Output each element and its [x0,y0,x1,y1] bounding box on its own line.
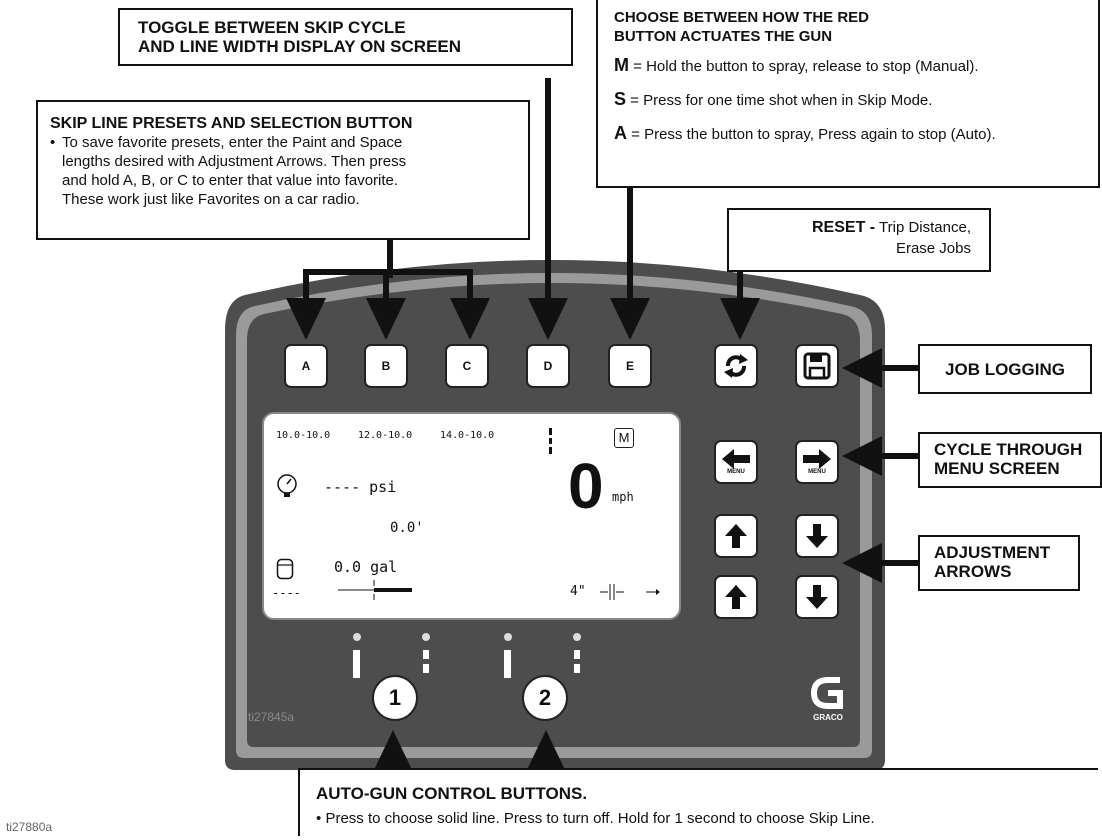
callout-skip-title: SKIP LINE PRESETS AND SELECTION BUTTON [50,115,413,132]
adjust-line-1: ADJUSTMENT [934,543,1051,562]
autogun-text: Press to choose solid line. Press to tur… [325,810,875,827]
job-logging-button[interactable] [795,344,839,388]
mode-a-text: = Press the button to spray, Press again… [627,126,996,143]
preset-key-a[interactable]: A [284,344,328,388]
skip-indicator [549,428,552,454]
volume-readout: 0.0 gal [334,558,398,576]
autogun-title: AUTO-GUN CONTROL BUTTONS. [316,784,588,803]
graco-logo-icon [810,677,843,709]
line-width-readout: 4" [570,584,586,599]
save-disk-icon [803,352,831,380]
line-width-icon [600,584,660,600]
callout-toggle-title-1: TOGGLE BETWEEN SKIP CYCLE [138,18,406,37]
arrow-down-icon [806,585,828,609]
graco-logo: GRACO [805,676,851,722]
mode-a-key: A [614,123,627,143]
preset-key-b[interactable]: B [364,344,408,388]
lcd-screen: 10.0-10.0 12.0-10.0 14.0-10.0 M ---- psi… [262,412,681,620]
reset-icon [724,354,748,378]
callout-cycle-menu: CYCLE THROUGH MENU SCREEN [918,432,1102,488]
reset-button[interactable] [714,344,758,388]
reset-text-1: Trip Distance, [875,219,971,236]
callout-auto-gun: AUTO-GUN CONTROL BUTTONS. • Press to cho… [298,768,1098,836]
cycle-line-2: MENU SCREEN [934,459,1060,478]
adjust-down-right-button[interactable] [795,514,839,558]
adjust-line-2: ARROWS [934,562,1012,581]
figure-id: ti27880a [6,820,53,834]
callout-choose-a: A = Press the button to spray, Press aga… [614,124,1098,144]
menu-right-button[interactable]: MENU [795,440,839,484]
reset-title: RESET - [812,219,876,236]
callout-adjustment: ADJUSTMENT ARROWS [918,535,1080,591]
callout-gun-actuation: CHOOSE BETWEEN HOW THE RED BUTTON ACTUAT… [596,0,1100,188]
skip-line-4: These work just like Favorites on a car … [62,191,360,208]
callout-job-logging: JOB LOGGING [918,344,1092,394]
arrow-up-icon [725,524,747,548]
adjust-up-left-button-2[interactable] [714,575,758,619]
arrow-up-icon [725,585,747,609]
callout-reset: RESET - Trip Distance, Erase Jobs [727,208,991,272]
gun-1-button[interactable]: 1 [372,675,418,721]
menu-left-button[interactable]: MENU [714,440,758,484]
preset-3: 14.0-10.0 [440,430,495,441]
reset-line-1: RESET - Trip Distance, [729,218,971,237]
callout-choose-s: S = Press for one time shot when in Skip… [614,90,1098,110]
callout-toggle-display: TOGGLE BETWEEN SKIP CYCLE AND LINE WIDTH… [118,8,573,66]
skip-line-1: To save favorite presets, enter the Pain… [62,134,403,151]
autogun-body: • Press to choose solid line. Press to t… [316,809,1098,828]
mode-s-key: S [614,89,627,109]
mode-m-key: M [614,55,629,75]
reset-text-2: Erase Jobs [895,240,971,257]
callout-choose-title-1: CHOOSE BETWEEN HOW THE RED [614,9,870,26]
distance-readout: 0.0' [390,520,424,536]
gun-mode-key-e[interactable]: E [608,344,652,388]
adjust-up-left-button[interactable] [714,514,758,558]
preset-1: 10.0-10.0 [276,430,331,441]
preset-2: 12.0-10.0 [358,430,413,441]
skip-line-3: and hold A, B, or C to enter that value … [62,172,399,189]
arrow-down-icon [806,524,828,548]
adjust-down-right-button-2[interactable] [795,575,839,619]
speed-value: 0 [568,450,604,522]
menu-label: MENU [808,469,826,475]
preset-key-c[interactable]: C [445,344,489,388]
graco-wordmark: GRACO [813,713,843,722]
speed-unit: mph [612,490,634,504]
callout-choose-m: M = Hold the button to spray, release to… [614,56,1098,76]
callout-choose-title-2: BUTTON ACTUATES THE GUN [614,28,833,45]
tank-icon [276,558,294,580]
menu-label: MENU [727,469,745,475]
bullet: • [316,810,322,827]
mode-m-text: = Hold the button to spray, release to s… [629,58,979,75]
skip-bar-graph [338,580,412,600]
callout-toggle-rule [118,64,573,66]
arrow-right-icon [803,449,831,469]
callout-skip-presets: SKIP LINE PRESETS AND SELECTION BUTTON •… [36,100,530,240]
mode-indicator: M [614,428,634,448]
arrow-left-icon [722,449,750,469]
callout-toggle-title-2: AND LINE WIDTH DISPLAY ON SCREEN [138,37,462,56]
panel-id: ti27845a [248,710,295,724]
callout-skip-body: • To save favorite presets, enter the Pa… [50,133,528,209]
skip-line-2: lengths desired with Adjustment Arrows. … [62,153,407,170]
cycle-line-1: CYCLE THROUGH [934,440,1083,459]
gun-2-button[interactable]: 2 [522,675,568,721]
pressure-readout: ---- psi [324,478,397,496]
skip-dashes: ---- [272,586,301,600]
gauge-icon [277,474,297,497]
job-logging-label: JOB LOGGING [945,360,1065,379]
toggle-display-key-d[interactable]: D [526,344,570,388]
mode-s-text: = Press for one time shot when in Skip M… [626,92,933,109]
bullet: • [50,134,56,151]
